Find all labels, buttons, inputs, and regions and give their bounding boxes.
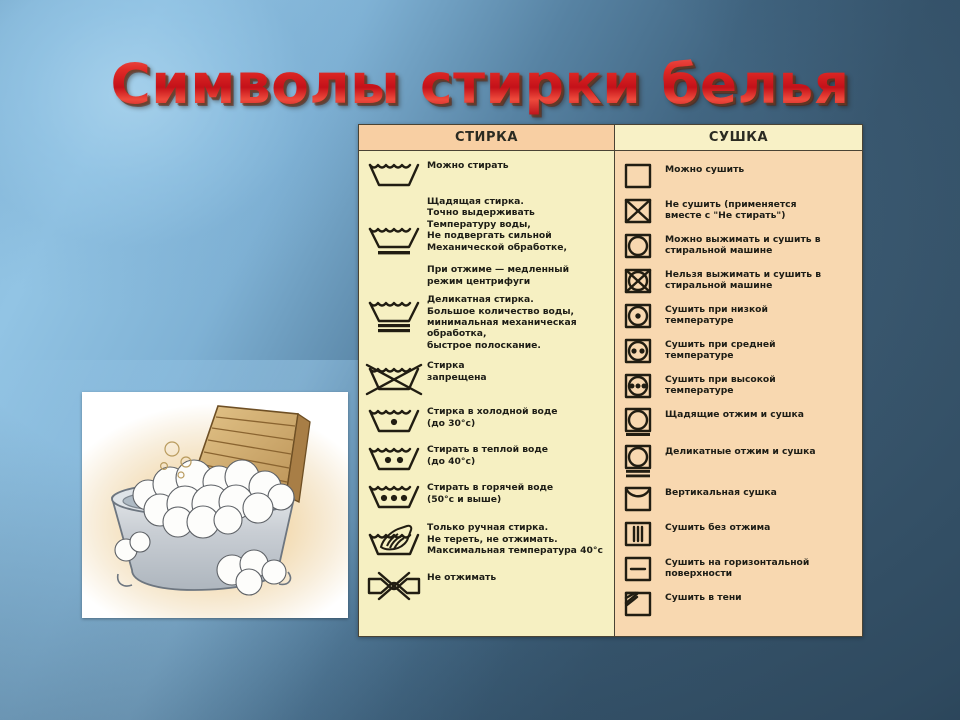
symbol-row: Только ручная стирка. Не тереть, не отжи… bbox=[365, 521, 610, 559]
dry-column-header: СУШКА bbox=[615, 125, 862, 151]
symbol-label: Сушить в тени bbox=[665, 592, 742, 603]
dry-column-body: Можно сушить Не сушить (применяется вмес… bbox=[615, 151, 862, 628]
wash-column-header: СТИРКА bbox=[359, 125, 614, 151]
symbol-row: Сушить при низкой температуре bbox=[621, 301, 858, 331]
square-circle-icon bbox=[621, 231, 665, 261]
symbol-label: Стирать в теплой воде (до 40°c) bbox=[427, 444, 548, 467]
symbol-row: Стирать в горячей воде (50°c и выше) bbox=[365, 481, 610, 511]
square-circle-one-dot-icon bbox=[621, 301, 665, 331]
square-arc-icon bbox=[621, 484, 665, 514]
symbol-row: Сушить в тени bbox=[621, 589, 858, 619]
symbol-label: Вертикальная сушка bbox=[665, 487, 777, 498]
basin-one-bar-icon bbox=[365, 195, 427, 257]
symbol-label: Не сушить (применяется вместе с "Не стир… bbox=[665, 199, 797, 222]
symbol-label: Сушить на горизонтальной поверхности bbox=[665, 557, 810, 580]
symbol-row: Сушить без отжима bbox=[621, 519, 858, 549]
basin-three-dots-icon bbox=[365, 481, 427, 511]
symbol-row: Щадящие отжим и сушка bbox=[621, 406, 858, 438]
wash-column: СТИРКА Можно стирать bbox=[359, 125, 615, 636]
washtub-drawing bbox=[111, 405, 311, 596]
symbol-row: Деликатные отжим и сушка bbox=[621, 443, 858, 479]
symbol-label: Сушить при средней температуре bbox=[665, 339, 776, 362]
symbol-label: Деликатная стирка. Большое количество во… bbox=[427, 294, 577, 351]
basin-hand-icon bbox=[365, 521, 427, 559]
square-crossed-icon bbox=[621, 196, 665, 226]
page-title: Символы стирки белья bbox=[0, 52, 960, 116]
symbol-label: Только ручная стирка. Не тереть, не отжи… bbox=[427, 522, 603, 557]
symbol-label: Не отжимать bbox=[427, 572, 497, 584]
basin-two-bars-icon bbox=[365, 293, 427, 335]
basin-icon bbox=[365, 159, 427, 189]
symbol-row: Можно выжимать и сушить в стиральной маш… bbox=[621, 231, 858, 261]
symbol-row: Стирка запрещена bbox=[365, 359, 610, 397]
wring-crossed-icon bbox=[365, 571, 427, 601]
basin-two-dots-icon bbox=[365, 443, 427, 473]
square-circle-two-dots-icon bbox=[621, 336, 665, 366]
symbol-row: Не сушить (применяется вместе с "Не стир… bbox=[621, 196, 858, 226]
symbol-row: Сушить при средней температуре bbox=[621, 336, 858, 366]
symbol-label: Деликатные отжим и сушка bbox=[665, 446, 816, 457]
square-circle-one-bar-icon bbox=[621, 406, 665, 438]
symbol-label: Сушить без отжима bbox=[665, 522, 771, 533]
symbol-label: Стирка в холодной воде (до 30°c) bbox=[427, 406, 558, 429]
symbol-label: Можно сушить bbox=[665, 164, 745, 175]
dry-column: СУШКА Можно сушить bbox=[615, 125, 862, 636]
soap-suds bbox=[114, 459, 295, 596]
symbol-label: Стирка запрещена bbox=[427, 360, 487, 383]
symbol-row: Стирка в холодной воде (до 30°c) bbox=[365, 405, 610, 435]
symbols-table: СТИРКА Можно стирать bbox=[358, 124, 863, 637]
symbol-row: Вертикальная сушка bbox=[621, 484, 858, 514]
soap-bubbles bbox=[159, 441, 192, 479]
symbol-row: Можно стирать bbox=[365, 159, 610, 189]
symbol-row: Стирать в теплой воде (до 40°c) bbox=[365, 443, 610, 473]
symbol-label: Можно выжимать и сушить в стиральной маш… bbox=[665, 234, 821, 257]
symbol-label: Щадящая стирка. Точно выдерживать Темпер… bbox=[427, 196, 570, 287]
symbol-row: Не отжимать bbox=[365, 571, 610, 601]
square-icon bbox=[621, 161, 665, 191]
square-one-line-icon bbox=[621, 554, 665, 584]
symbol-label: Сушить при высокой температуре bbox=[665, 374, 776, 397]
symbol-row: Деликатная стирка. Большое количество во… bbox=[365, 293, 610, 351]
symbol-row: Сушить на горизонтальной поверхности bbox=[621, 554, 858, 584]
basin-crossed-icon bbox=[365, 359, 427, 397]
basin-one-dot-icon bbox=[365, 405, 427, 435]
symbol-label: Можно стирать bbox=[427, 160, 509, 171]
washtub-illustration bbox=[82, 392, 348, 618]
symbol-row: Сушить при высокой температуре bbox=[621, 371, 858, 401]
square-three-lines-icon bbox=[621, 519, 665, 549]
symbol-row: Щадящая стирка. Точно выдерживать Темпер… bbox=[365, 195, 610, 287]
symbol-row: Можно сушить bbox=[621, 161, 858, 191]
square-circle-crossed-icon bbox=[621, 266, 665, 296]
symbol-label: Сушить при низкой температуре bbox=[665, 304, 768, 327]
square-circle-three-dots-icon bbox=[621, 371, 665, 401]
wash-column-body: Можно стирать Щадящая стирка. Точно выде… bbox=[359, 151, 614, 611]
symbol-row: Нельзя выжимать и сушить в стиральной ма… bbox=[621, 266, 858, 296]
symbol-label: Нельзя выжимать и сушить в стиральной ма… bbox=[665, 269, 822, 292]
symbol-label: Стирать в горячей воде (50°c и выше) bbox=[427, 482, 554, 505]
symbol-label: Щадящие отжим и сушка bbox=[665, 409, 804, 420]
square-corner-stripes-icon bbox=[621, 589, 665, 619]
square-circle-two-bars-icon bbox=[621, 443, 665, 479]
page-title-shadow: Символы стирки белья bbox=[3, 55, 960, 119]
